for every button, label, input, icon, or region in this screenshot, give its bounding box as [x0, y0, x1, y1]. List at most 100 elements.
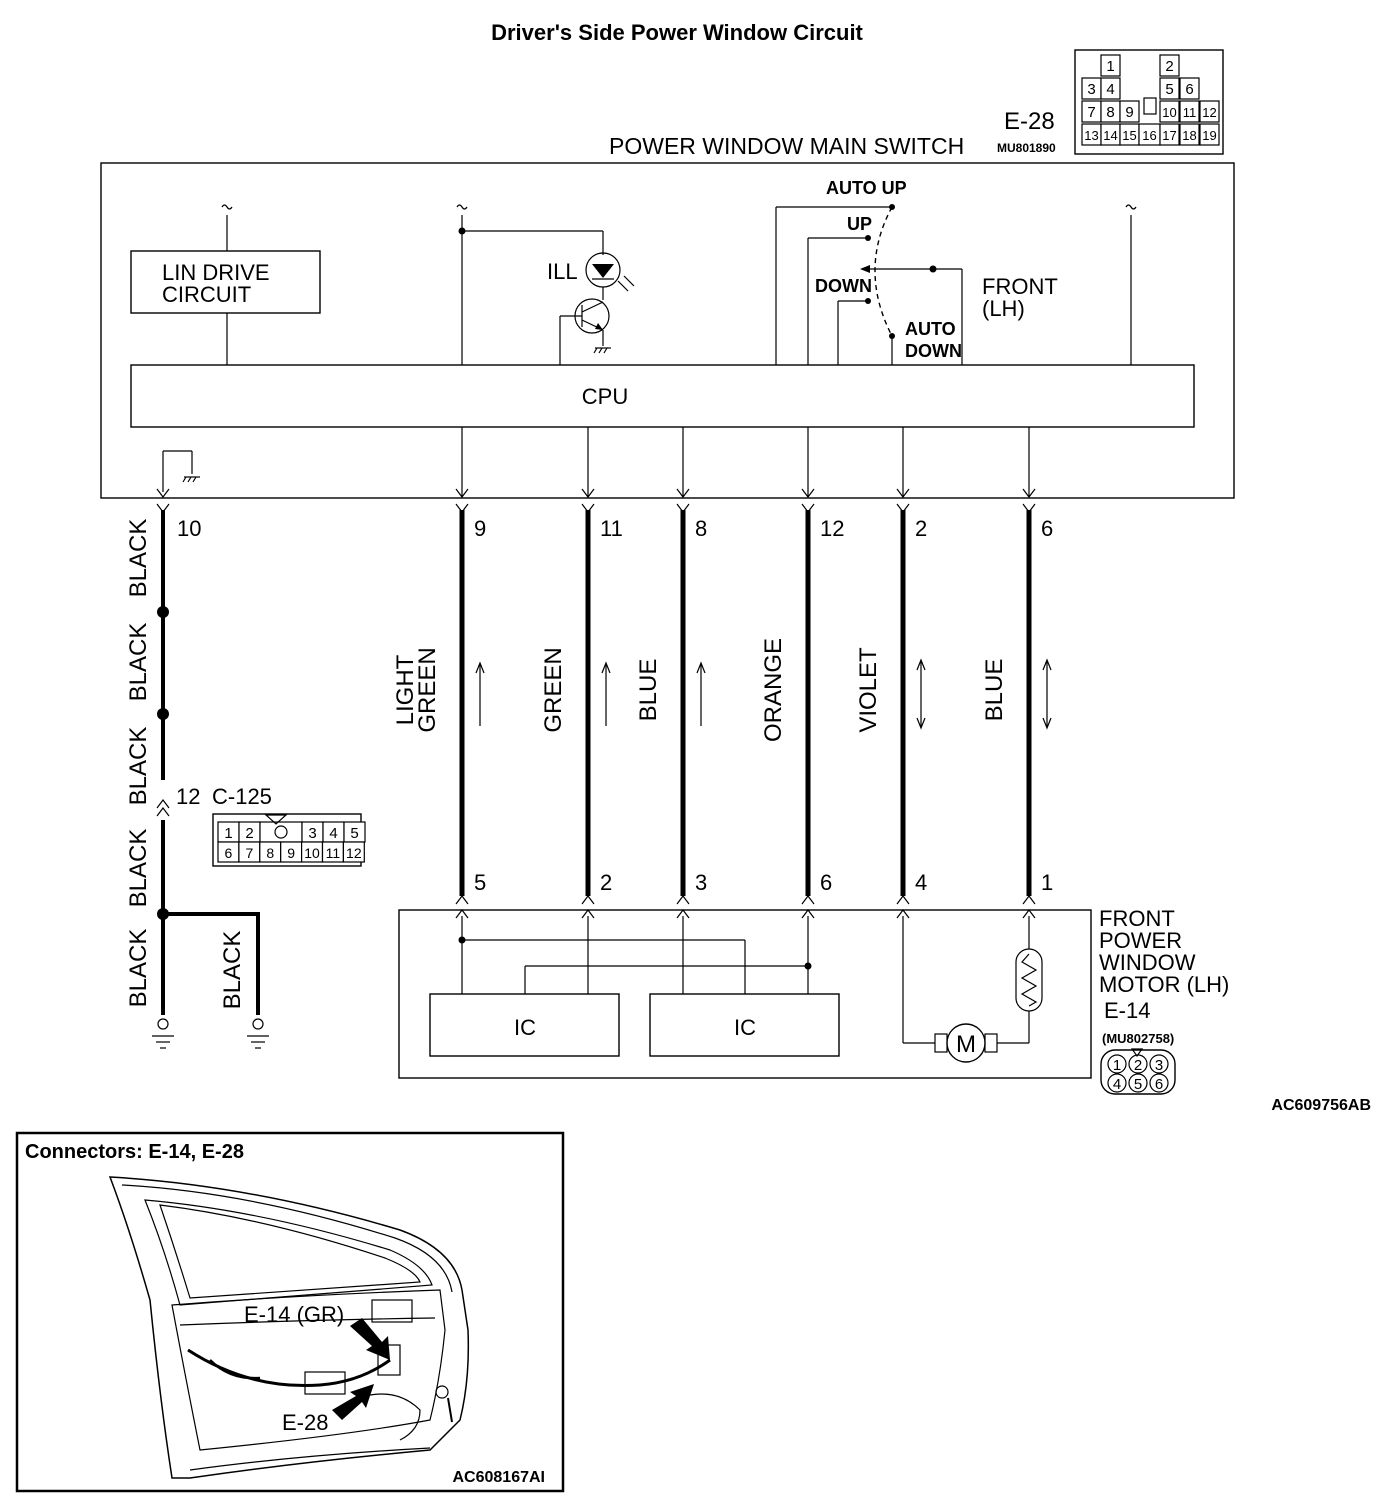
switch-name-front: FRONT	[982, 274, 1058, 299]
cpu-label: CPU	[582, 384, 628, 409]
motor-pin-label: 5	[474, 870, 486, 895]
motor-pin-label: 2	[600, 870, 612, 895]
wire-11: 11 2 GREEN	[540, 427, 623, 919]
terminal-mark	[581, 895, 595, 905]
main-switch-part-no: MU801890	[997, 141, 1056, 155]
switch-pin-label: 9	[474, 516, 486, 541]
figure-code-main: AC609756AB	[1271, 1097, 1371, 1114]
e14-pin: 6	[1155, 1076, 1163, 1093]
signal-arrow-icon	[601, 661, 611, 674]
terminal-mark	[896, 895, 910, 905]
wire-color-label: GREEN	[414, 647, 441, 732]
e28-pin: 10	[1162, 105, 1176, 120]
motor-name-4: MOTOR (LH)	[1099, 972, 1229, 997]
c125-pin: 1	[224, 825, 232, 842]
e28-pin: 11	[1183, 105, 1197, 120]
ill-led-icon	[585, 252, 635, 292]
wire-color-label: LIGHT	[392, 654, 419, 725]
signal-arrow-icon	[916, 658, 926, 671]
e28-pin: 18	[1182, 128, 1196, 143]
e28-pin: 1	[1106, 58, 1114, 75]
c125-pin: 9	[287, 845, 295, 861]
terminal-mark	[801, 895, 815, 905]
motor-icon: M	[934, 1023, 998, 1063]
e28-pin: 4	[1106, 81, 1114, 98]
ground-wire-label: BLACK	[125, 623, 152, 702]
c125-pin: 6	[225, 845, 233, 861]
lin-drive-label-2: CIRCUIT	[162, 282, 251, 307]
e14-pin: 1	[1113, 1057, 1121, 1074]
inset-arrow-e28-icon	[332, 1384, 374, 1420]
splice-point	[157, 708, 169, 720]
motor-symbol: M	[956, 1031, 976, 1058]
e28-pin: 12	[1202, 105, 1216, 120]
motor-box	[398, 909, 1092, 1079]
motor-pin-label: 1	[1041, 870, 1053, 895]
ground-wire-label: BLACK	[125, 829, 152, 908]
c125-connector-id: C-125	[212, 784, 272, 809]
terminal-mark	[156, 488, 170, 498]
ground-wire-label: BLACK	[219, 931, 246, 1010]
terminal-mark	[896, 488, 910, 498]
e28-pin: 7	[1087, 104, 1095, 121]
ic-label-1: IC	[514, 1015, 536, 1040]
e28-pin: 5	[1165, 81, 1173, 98]
motor-part-no: (MU802758)	[1102, 1031, 1174, 1046]
inset-box	[15, 1131, 565, 1493]
signal-arrow-icon	[1042, 658, 1052, 671]
inset-arrow-e14-icon	[350, 1318, 390, 1360]
ground-wire-label: BLACK	[125, 519, 152, 598]
terminal-mark	[455, 488, 469, 498]
c125-pin: 10	[304, 845, 320, 861]
e28-pin: 17	[1162, 128, 1176, 143]
e28-pin: 9	[1125, 104, 1133, 121]
lin-drive-label-1: LIN DRIVE	[162, 260, 270, 285]
e28-pin: 13	[1084, 128, 1098, 143]
main-switch-box	[100, 162, 1235, 499]
lin-drive-circuit-box	[130, 250, 321, 314]
switch-pin-label: 6	[1041, 516, 1053, 541]
wire-color-label: BLUE	[635, 659, 662, 722]
inset-label-e28: E-28	[282, 1410, 328, 1435]
figure-code-inset: AC608167AI	[453, 1469, 546, 1486]
switch-pos-auto: AUTO	[905, 319, 956, 339]
ground-pin-label: 10	[177, 516, 201, 541]
thermistor-icon	[1015, 948, 1043, 1012]
c125-pin: 11	[326, 845, 341, 861]
switch-pin-label: 8	[695, 516, 707, 541]
switch-ground-icon	[182, 476, 200, 483]
wire-color-label: GREEN	[540, 647, 567, 732]
terminal-mark	[1022, 895, 1036, 905]
inset-label-e14: E-14 (GR)	[244, 1302, 344, 1327]
e14-pin: 5	[1134, 1076, 1142, 1093]
terminal-mark	[1022, 488, 1036, 498]
main-switch-name: POWER WINDOW MAIN SWITCH	[609, 133, 964, 159]
ground-icon	[152, 1018, 174, 1049]
switch-pin-label: 11	[600, 516, 623, 541]
terminal-mark	[676, 895, 690, 905]
switch-pos-auto-down: DOWN	[905, 341, 962, 361]
e28-pin: 14	[1103, 128, 1117, 143]
terminal-mark	[455, 895, 469, 905]
c125-pin: 12	[346, 845, 362, 861]
inset-title: Connectors: E-14, E-28	[25, 1141, 244, 1163]
e28-pin: 3	[1087, 81, 1095, 98]
c125-junction-pin: 12	[176, 784, 200, 809]
door-illustration	[108, 1176, 470, 1479]
diagram-title: Driver's Side Power Window Circuit	[491, 20, 863, 45]
motor-connector-id: E-14	[1104, 998, 1150, 1023]
e28-pin: 15	[1122, 128, 1136, 143]
c125-pin: 2	[245, 825, 253, 842]
main-switch-connector-id: E-28	[1004, 108, 1055, 135]
e14-pin: 2	[1134, 1057, 1142, 1074]
wire-color-label: VIOLET	[855, 647, 882, 733]
switch-pos-down: DOWN	[815, 276, 872, 296]
